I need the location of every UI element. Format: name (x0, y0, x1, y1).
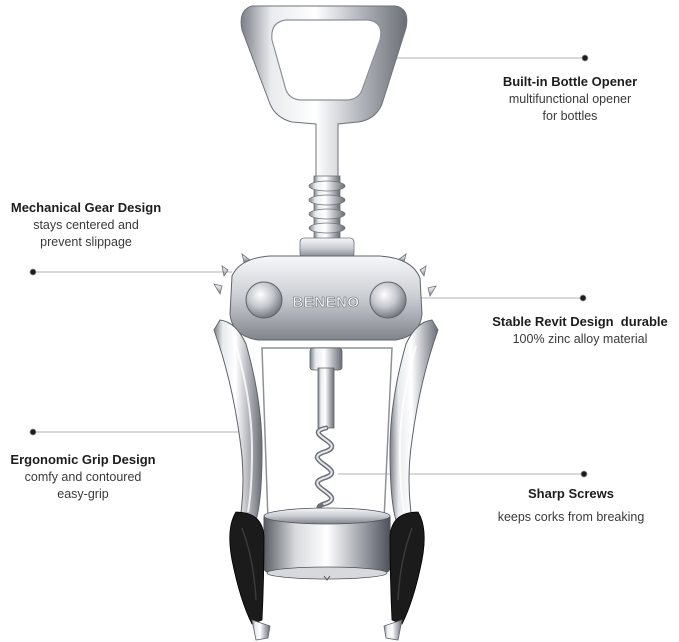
callout-desc: stays centered and (33, 218, 139, 232)
left-wing-arm (213, 319, 263, 521)
right-wing-arm (389, 319, 439, 521)
callout-bottle-opener: Built-in Bottle Opener multifunctional o… (470, 73, 670, 125)
bottle-opener-handle (240, 5, 408, 179)
worm-screw (309, 347, 343, 523)
gear-shaft (299, 175, 355, 259)
callout-desc: multifunctional opener (508, 92, 632, 106)
brand-logo: BENENO (292, 294, 359, 311)
callout-title: Built-in Bottle Opener (502, 74, 638, 89)
callout-desc: 100% zinc alloy material (512, 332, 648, 346)
callout-desc: for bottles (542, 109, 598, 123)
callout-ergonomic-grip: Ergonomic Grip Design comfy and contoure… (0, 451, 166, 503)
callout-mechanical-gear: Mechanical Gear Design stays centered an… (0, 199, 172, 251)
callout-title: Sharp Screws (528, 486, 614, 501)
callout-sharp-screws: Sharp Screws keeps corks from breaking (470, 485, 672, 526)
callout-desc: comfy and contoured (24, 470, 142, 484)
leader-lines (29, 54, 589, 478)
callout-desc: keeps corks from breaking (497, 510, 645, 524)
callout-title: Mechanical Gear Design (10, 200, 162, 215)
callout-title: Ergonomic Grip Design (10, 452, 156, 467)
callout-desc: prevent slippage (40, 235, 132, 249)
callout-desc: easy-grip (57, 487, 109, 501)
callout-title: Stable Revit Design durable (492, 314, 668, 329)
corkscrew-body: BENENO (229, 255, 423, 341)
callout-stable-revit: Stable Revit Design durable 100% zinc al… (474, 313, 679, 348)
bottle-cap-cup (263, 507, 391, 581)
ergonomic-grips (229, 511, 425, 641)
